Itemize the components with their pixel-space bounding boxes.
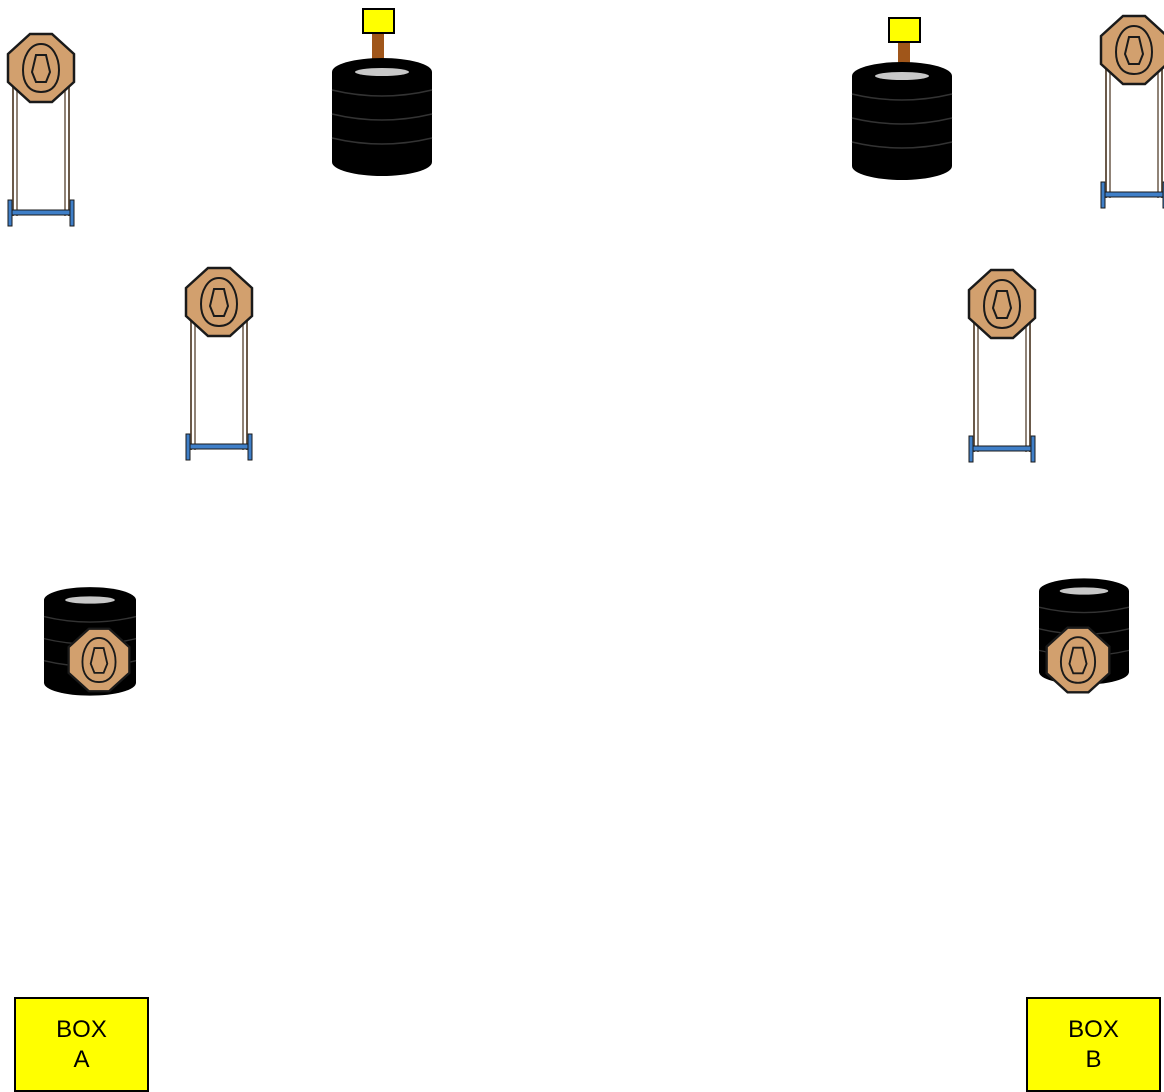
tire-stack-flag-right bbox=[851, 17, 953, 181]
shooting-box-a: BOX A bbox=[14, 997, 149, 1092]
box-b-line2: B bbox=[1085, 1045, 1102, 1073]
box-a-line1: BOX bbox=[56, 1015, 107, 1043]
tire-stack-flag-left bbox=[331, 8, 433, 177]
box-b-line1: BOX bbox=[1068, 1015, 1119, 1043]
box-a-line2: A bbox=[73, 1045, 90, 1073]
standing-target-mid-left bbox=[184, 266, 254, 461]
standing-target-mid-right bbox=[967, 268, 1037, 463]
tire-stack-target-right bbox=[1038, 577, 1130, 694]
standing-target-top-right bbox=[1099, 14, 1164, 209]
tire-stack-target-left bbox=[43, 586, 137, 697]
standing-target-top-left bbox=[6, 32, 76, 227]
shooting-box-b: BOX B bbox=[1026, 997, 1161, 1092]
